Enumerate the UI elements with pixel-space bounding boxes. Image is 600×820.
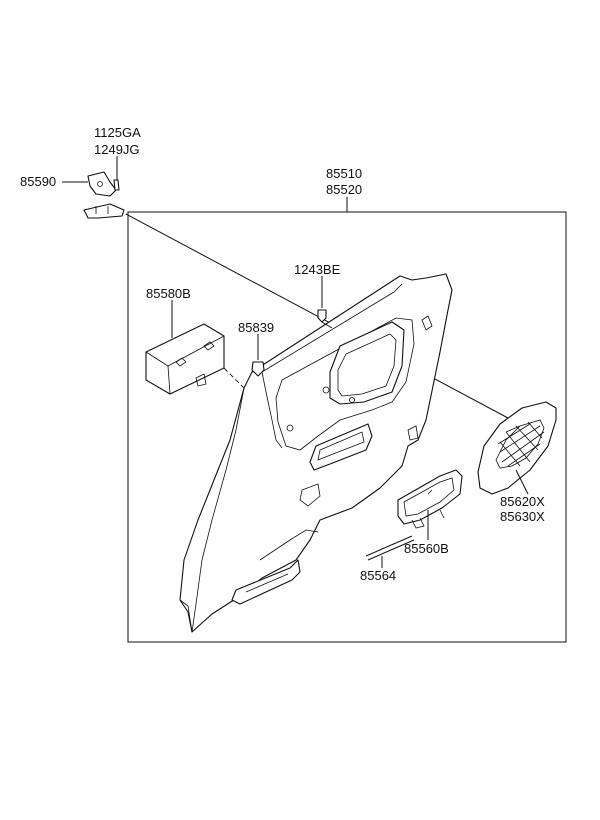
- wire-85564: [365, 535, 415, 568]
- label-1243BE: 1243BE: [294, 262, 341, 277]
- label-1125GA: 1125GA: [94, 125, 141, 140]
- label-85560B: 85560B: [404, 541, 449, 556]
- label-85620X: 85620X: [500, 494, 545, 509]
- label-85630X: 85630X: [500, 509, 545, 524]
- label-85564: 85564: [360, 568, 396, 583]
- label-85839: 85839: [238, 320, 274, 335]
- lamp-lens-85560B: [397, 469, 463, 540]
- fastener-85839: [251, 334, 265, 377]
- label-85510: 85510: [326, 166, 362, 181]
- label-85580B: 85580B: [146, 286, 191, 301]
- clip-1243BE: [317, 276, 333, 329]
- speaker-grille: [477, 401, 557, 495]
- bracket-85590: [62, 156, 125, 219]
- label-85520: 85520: [326, 182, 362, 197]
- label-1249JG: 1249JG: [94, 142, 140, 157]
- box-85580B: [145, 300, 245, 395]
- label-85590: 85590: [20, 174, 56, 189]
- quarter-trim-panel: [179, 273, 453, 633]
